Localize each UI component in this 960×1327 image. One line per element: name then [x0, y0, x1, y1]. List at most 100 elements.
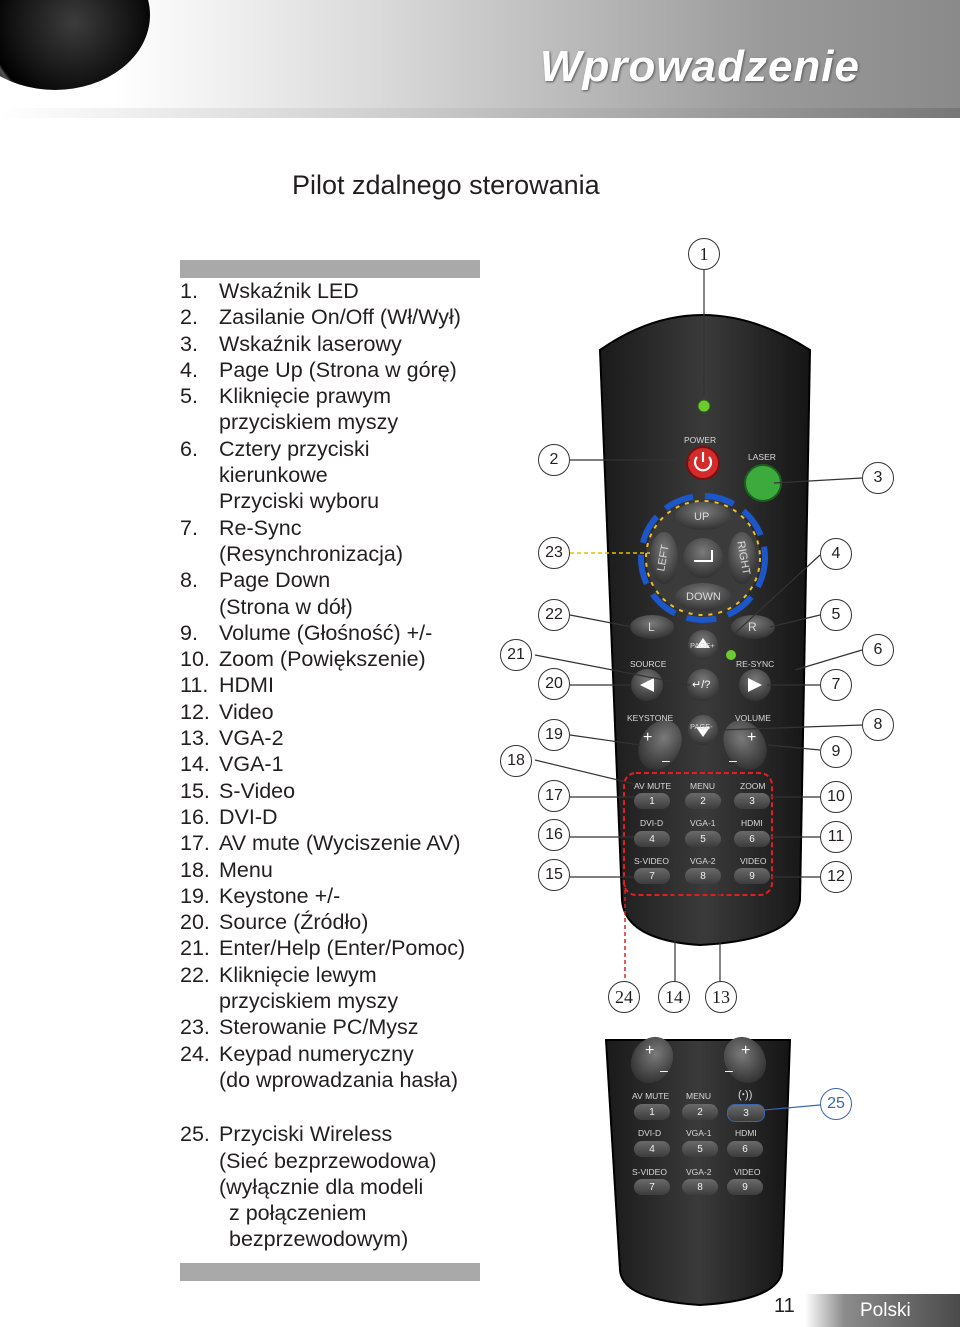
list-item-text: Cztery przyciski: [219, 436, 370, 461]
list-item: 20. Source (Źródło): [180, 909, 500, 935]
list-item-text: Menu: [219, 857, 273, 882]
list-item-text: Video: [219, 699, 274, 724]
list-item-text: (do wprowadzania hasła): [219, 1067, 459, 1092]
zoom-label: ZOOM: [740, 781, 766, 791]
resync-label: RE-SYNC: [736, 659, 775, 669]
page-up-label: PAGE+: [690, 641, 715, 650]
keystone-plus: +: [643, 729, 653, 746]
list-item: 4. Page Up (Strona w górę): [180, 357, 500, 383]
lower-key-8[interactable]: 8: [682, 1179, 718, 1195]
callout-20: 20: [538, 668, 570, 700]
list-item-text: Source (Źródło): [219, 910, 369, 935]
key-9[interactable]: 9: [734, 868, 770, 884]
list-item: 9.Volume (Głośność) +/-: [180, 620, 500, 646]
key-3[interactable]: 3: [734, 793, 770, 809]
key-4[interactable]: 4: [634, 831, 670, 847]
lower-dvi-d-label: DVI-D: [638, 1128, 662, 1138]
numeric-keypad-outline: [623, 772, 773, 896]
lower-s-video-label: S-VIDEO: [632, 1167, 667, 1177]
list-item: 3. Wskaźnik laserowy: [180, 331, 500, 357]
menu-label: MENU: [690, 781, 716, 791]
list-item-text: Keystone +/-: [219, 883, 341, 908]
callout-23: 23: [538, 537, 570, 569]
list-item-text: Enter/Help (Enter/Pomoc): [219, 936, 466, 961]
lower-menu-label: MENU: [686, 1091, 712, 1101]
list-item-text: (Resynchronizacja): [219, 541, 404, 566]
list-item: 24. Keypad numeryczny(do wprowadzania has…: [180, 1041, 500, 1094]
lower-key-6[interactable]: 6: [727, 1141, 763, 1157]
key-6[interactable]: 6: [734, 831, 770, 847]
wireless-key-3[interactable]: 3: [727, 1104, 765, 1122]
lower-key-5[interactable]: 5: [682, 1141, 718, 1157]
language-label: Polski: [860, 1300, 911, 1321]
header-line: [0, 108, 960, 118]
list-item-text: Volume (Głośność) +/-: [219, 620, 433, 645]
list-item: 17. AV mute (Wyciszenie AV): [180, 830, 500, 856]
callout-12: 12: [820, 861, 852, 893]
volume-plus: +: [747, 729, 757, 746]
list-item-text: Page Up (Strona w górę): [219, 357, 457, 382]
list-item-number: 17.: [180, 831, 210, 856]
lower-key-4[interactable]: 4: [634, 1141, 670, 1157]
list-item-text: VGA-1: [219, 752, 284, 777]
key-2[interactable]: 2: [685, 793, 721, 809]
callout-25: 25: [820, 1088, 852, 1120]
list-item: 19. Keystone +/-: [180, 883, 500, 909]
list-item-text: AV mute (Wyciszenie AV): [219, 831, 461, 856]
lower-key-1[interactable]: 1: [634, 1104, 670, 1120]
lower-key-7[interactable]: 7: [634, 1179, 670, 1195]
lower-key-9[interactable]: 9: [727, 1179, 763, 1195]
list-item-text: Keypad numeryczny: [219, 1041, 414, 1066]
list-item-text: Kliknięcie lewym: [219, 962, 377, 987]
list-item-number: 2.: [180, 305, 198, 330]
list-item-text: przyciskiem myszy: [219, 989, 399, 1014]
list-item-number: 20.: [180, 910, 210, 935]
list-item-text: S-Video: [219, 778, 296, 803]
callout-11: 11: [820, 821, 852, 853]
key-1[interactable]: 1: [634, 793, 670, 809]
list-item-number: 21.: [180, 936, 210, 961]
list-item-number: 16.: [180, 804, 210, 829]
header-bar: Wprowadzenie: [0, 0, 960, 125]
led-indicator: [697, 399, 711, 413]
callout-7: 7: [820, 669, 852, 701]
wireless-icon: (ꞏ)): [738, 1089, 753, 1101]
lower-hdmi-label: HDMI: [735, 1128, 757, 1138]
list-item-text: Sterowanie PC/Mysz: [219, 1015, 419, 1040]
header-gradient: [0, 0, 960, 112]
key-7[interactable]: 7: [634, 868, 670, 884]
key-8[interactable]: 8: [685, 868, 721, 884]
list-item-text: VGA-2: [219, 726, 284, 751]
list-item-number: 4.: [180, 357, 198, 382]
list-item-text: (wyłącznie dla modeli: [219, 1174, 424, 1199]
callout-19: 19: [538, 719, 570, 751]
list-item-text: przyciskiem myszy: [219, 410, 399, 435]
list-item-number: 7.: [180, 515, 198, 540]
callout-17: 17: [538, 780, 570, 812]
list-item-number: 11.: [180, 673, 209, 698]
list-item-number: 19.: [180, 883, 210, 908]
up-label: UP: [694, 511, 710, 523]
list-item-number: 3.: [180, 331, 198, 356]
lower-vga2-label: VGA-2: [686, 1167, 712, 1177]
list-item-text: Kliknięcie prawym: [219, 384, 392, 409]
vga1-label: VGA-1: [690, 818, 716, 828]
key-5[interactable]: 5: [685, 831, 721, 847]
callout-1: 1: [688, 238, 720, 270]
list-item-text: Wskaźnik LED: [219, 279, 359, 303]
callout-9: 9: [820, 736, 852, 768]
callout-21: 21: [500, 639, 532, 671]
av-mute-label: AV MUTE: [634, 781, 672, 791]
lower-key-2[interactable]: 2: [682, 1104, 718, 1120]
list-item-number: 24.: [180, 1041, 210, 1066]
list-item: 16.DVI-D: [180, 804, 500, 830]
callout-5: 5: [820, 599, 852, 631]
list-item-number: 23.: [180, 1015, 210, 1040]
list-item-text: Wskaźnik laserowy: [219, 331, 402, 356]
vga2-label: VGA-2: [690, 856, 716, 866]
section-subtitle: Pilot zdalnego sterowania: [292, 170, 600, 200]
list-item: 14.VGA-1: [180, 751, 500, 777]
